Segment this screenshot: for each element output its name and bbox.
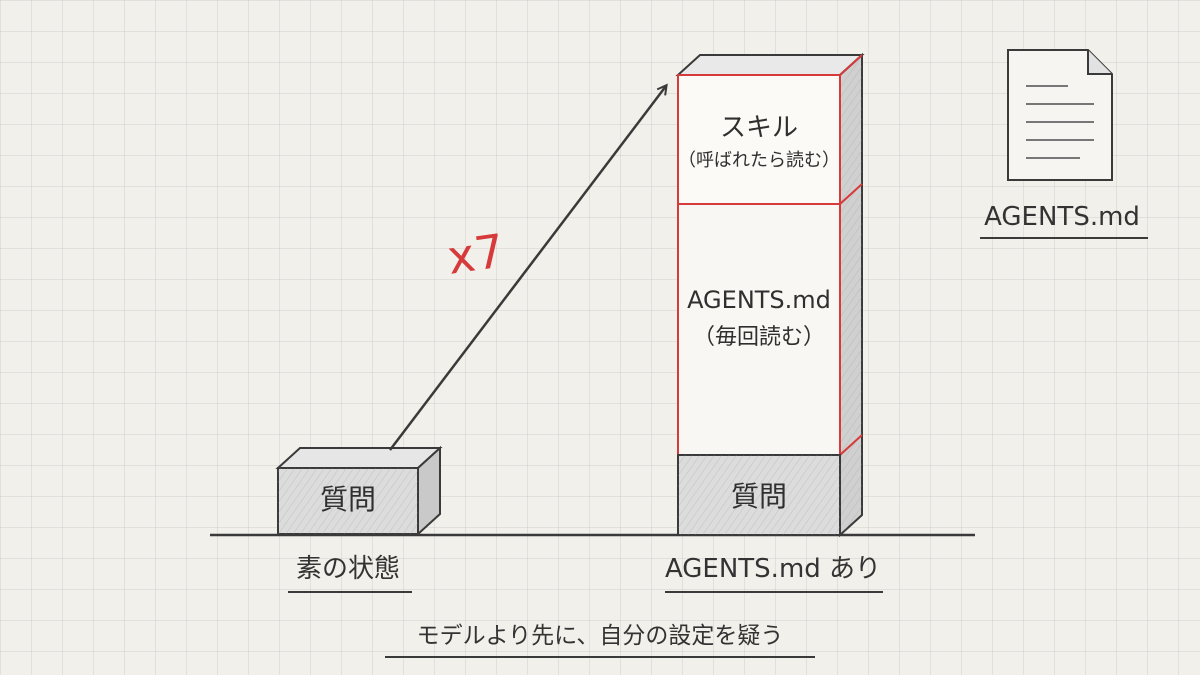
left-question-block: 質問 [275,445,443,537]
right-caption: AGENTS.md あり [665,554,881,584]
right-stack: スキル （呼ばれたら読む） AGENTS.md （毎回読む） 質問 [675,52,865,538]
growth-arrow [389,86,666,451]
document-icon [1007,49,1113,181]
agents-block: AGENTS.md （毎回読む） [677,203,841,456]
right-question-block: 質問 [677,454,841,536]
right-question-label: 質問 [731,480,787,513]
file-icon-label: AGENTS.md [984,202,1140,232]
skills-note: （呼ばれたら読む） [678,150,840,171]
footer-caption: モデルより先に、自分の設定を疑う [417,623,784,649]
agents-note: （毎回読む） [693,325,825,350]
skills-block: スキル （呼ばれたら読む） [677,74,841,205]
agents-label: AGENTS.md [687,286,831,314]
skills-label: スキル [720,113,798,143]
multiplier-label: x7 [444,223,507,284]
left-question-label: 質問 [320,483,376,516]
left-caption: 素の状態 [296,554,400,584]
